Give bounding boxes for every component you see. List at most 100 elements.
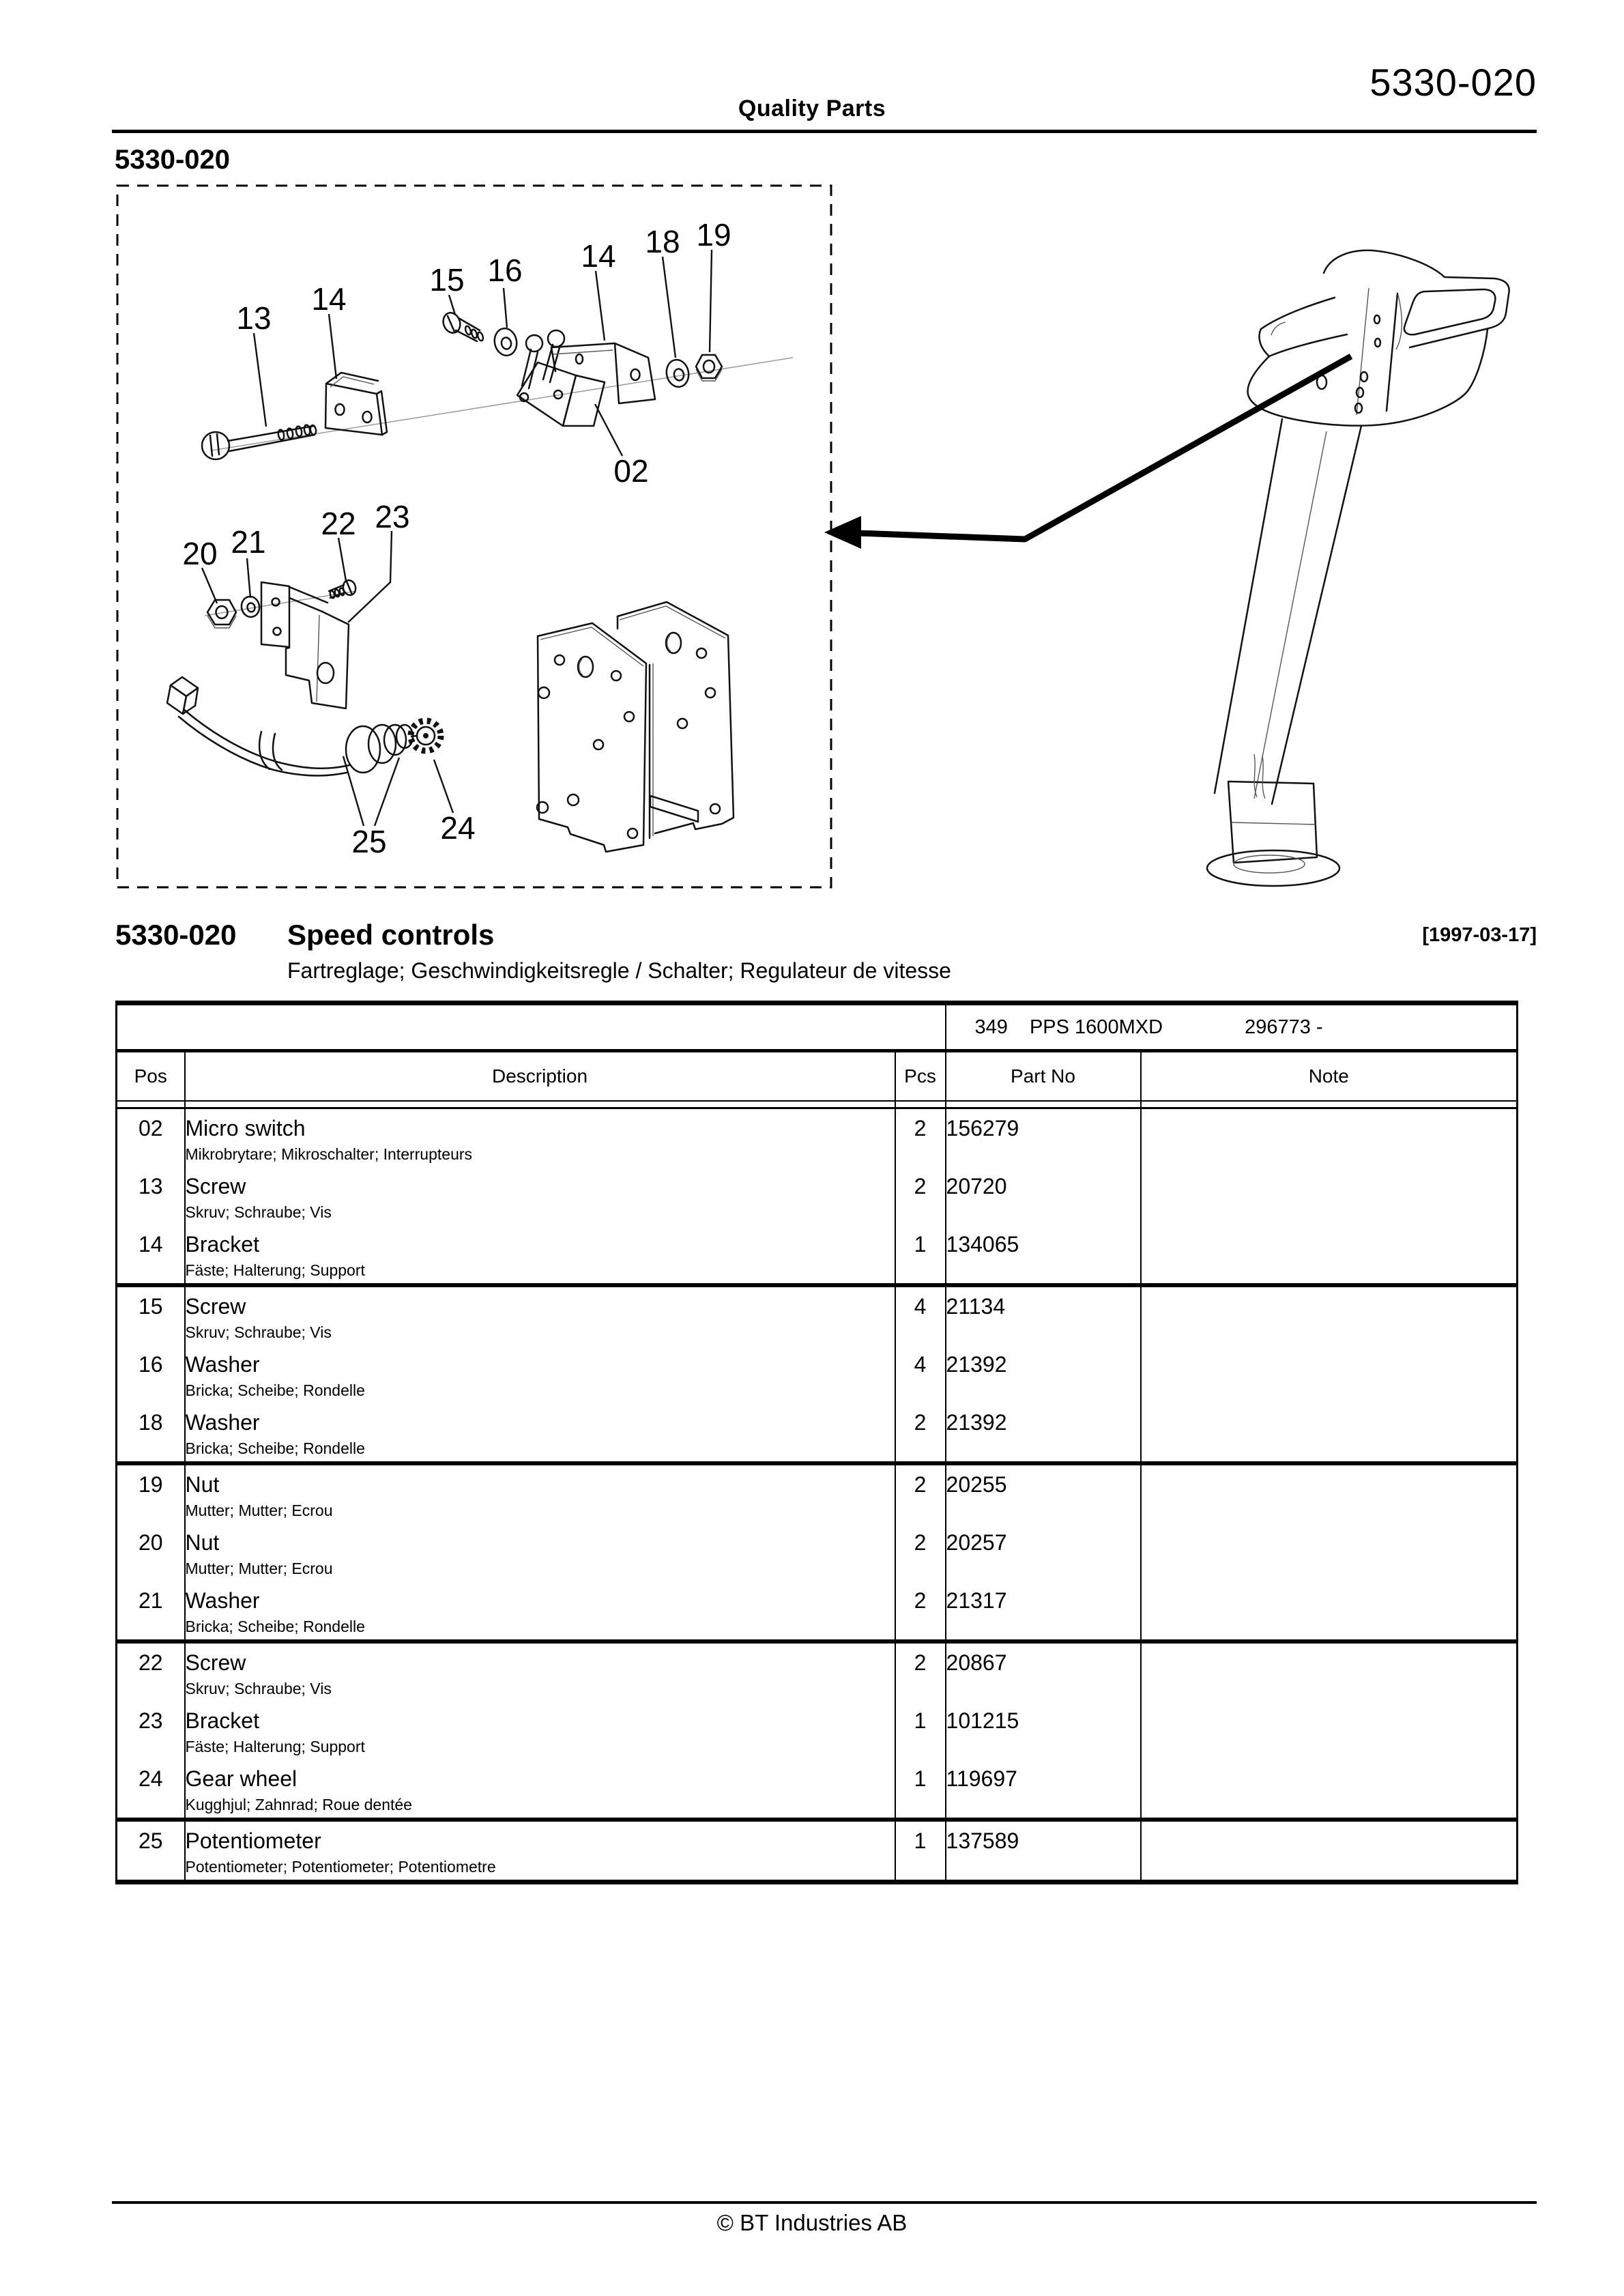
nut-19-drawing bbox=[695, 354, 723, 382]
callout-20: 20 bbox=[182, 536, 217, 571]
part-name-translations: Skruv; Schraube; Vis bbox=[185, 1323, 332, 1341]
pcs-cell: 2 bbox=[894, 1523, 946, 1581]
leader-02 bbox=[594, 403, 624, 457]
partno-cell: 119697 bbox=[944, 1760, 1141, 1820]
callout-02: 02 bbox=[613, 453, 648, 489]
potentiometer-25-drawing bbox=[166, 676, 418, 777]
partno-cell: 21134 bbox=[944, 1285, 1141, 1345]
leader-18 bbox=[661, 256, 677, 358]
washer-21-drawing bbox=[240, 595, 261, 618]
gear-24-drawing bbox=[407, 717, 444, 754]
part-name: Washer bbox=[185, 1588, 260, 1613]
note-cell bbox=[1140, 1403, 1518, 1463]
pcs-cell: 1 bbox=[894, 1820, 946, 1882]
pos-cell: 15 bbox=[138, 1294, 163, 1319]
partno-cell: 20720 bbox=[944, 1167, 1141, 1225]
part-name: Washer bbox=[185, 1352, 260, 1377]
part-name: Potentiometer bbox=[185, 1828, 321, 1853]
pos-cell: 24 bbox=[138, 1766, 163, 1791]
note-cell bbox=[1140, 1167, 1518, 1225]
part-name-translations: Kugghjul; Zahnrad; Roue dentée bbox=[185, 1796, 412, 1813]
partno-cell: 20867 bbox=[944, 1641, 1141, 1702]
bracket-23-drawing bbox=[260, 581, 350, 710]
pos-cell: 19 bbox=[138, 1472, 163, 1497]
table-header-row: Pos Description Pcs Part No Note bbox=[117, 1050, 1518, 1101]
part-name: Gear wheel bbox=[185, 1766, 298, 1791]
screw-13-drawing bbox=[201, 424, 317, 461]
part-name: Screw bbox=[185, 1174, 246, 1199]
part-name-translations: Bricka; Scheibe; Rondelle bbox=[185, 1381, 365, 1399]
pointer-arrow bbox=[824, 354, 1353, 549]
leader-20 bbox=[201, 567, 218, 604]
part-name-translations: Mikrobrytare; Mikroschalter; Interrupteu… bbox=[185, 1145, 473, 1163]
pos-cell: 02 bbox=[138, 1116, 163, 1140]
part-name: Nut bbox=[185, 1530, 220, 1555]
diagram-dashed-border bbox=[116, 184, 832, 889]
leader-24 bbox=[433, 759, 454, 814]
callout-13: 13 bbox=[236, 300, 271, 336]
page-title: Quality Parts bbox=[738, 96, 886, 121]
part-name-translations: Mutter; Mutter; Ecrou bbox=[185, 1560, 333, 1577]
pcs-cell: 4 bbox=[894, 1345, 946, 1403]
doc-number: 5330-020 bbox=[1369, 61, 1537, 104]
note-cell bbox=[1140, 1760, 1518, 1820]
section-date: [1997-03-17] bbox=[1422, 924, 1537, 946]
washer-16-drawing bbox=[493, 327, 518, 357]
model-code: 349 bbox=[974, 1016, 1008, 1038]
pos-cell: 13 bbox=[138, 1174, 163, 1199]
leader-23 bbox=[347, 530, 393, 623]
part-name-translations: Skruv; Schraube; Vis bbox=[185, 1203, 332, 1221]
model-row: 349 PPS 1600MXD 296773 - bbox=[116, 1003, 1518, 1052]
part-name-translations: Potentiometer; Potentiometer; Potentiome… bbox=[185, 1858, 496, 1876]
bracket-14b-drawing bbox=[550, 342, 656, 405]
note-cell bbox=[1140, 1345, 1518, 1403]
callout-21: 21 bbox=[231, 524, 265, 560]
col-note: Note bbox=[1140, 1050, 1518, 1101]
pcs-cell: 2 bbox=[894, 1108, 946, 1167]
callout-24: 24 bbox=[440, 810, 475, 846]
pos-cell: 18 bbox=[138, 1410, 163, 1435]
partno-cell: 137589 bbox=[944, 1820, 1141, 1882]
callout-14b: 14 bbox=[581, 238, 615, 274]
pcs-cell: 4 bbox=[894, 1285, 946, 1345]
note-cell bbox=[1140, 1285, 1518, 1345]
tiller-drawing bbox=[1206, 249, 1510, 887]
pos-cell: 22 bbox=[138, 1650, 163, 1675]
callout-14: 14 bbox=[311, 281, 346, 317]
part-name-translations: Fäste; Halterung; Support bbox=[185, 1738, 365, 1755]
pos-cell: 16 bbox=[138, 1352, 163, 1377]
part-name: Nut bbox=[185, 1472, 220, 1497]
leader-25a bbox=[342, 756, 365, 827]
callout-18: 18 bbox=[645, 224, 680, 259]
model-serial: 296773 - bbox=[1245, 1016, 1323, 1038]
partno-cell: 20257 bbox=[944, 1523, 1141, 1581]
bracket-14-drawing bbox=[324, 371, 388, 436]
note-cell bbox=[1140, 1581, 1518, 1641]
pos-cell: 14 bbox=[138, 1232, 163, 1257]
pcs-cell: 1 bbox=[894, 1225, 946, 1285]
housing-drawing bbox=[536, 601, 735, 853]
pcs-cell: 2 bbox=[894, 1463, 946, 1523]
part-name: Washer bbox=[185, 1410, 260, 1435]
callout-16: 16 bbox=[487, 253, 522, 288]
screw-22-drawing bbox=[328, 579, 357, 599]
note-cell bbox=[1140, 1463, 1518, 1523]
note-cell bbox=[1140, 1108, 1518, 1167]
part-name: Screw bbox=[185, 1650, 246, 1675]
note-cell bbox=[1140, 1702, 1518, 1760]
part-name-translations: Bricka; Scheibe; Rondelle bbox=[185, 1618, 365, 1635]
pcs-cell: 2 bbox=[894, 1403, 946, 1463]
leader-22 bbox=[337, 537, 347, 582]
